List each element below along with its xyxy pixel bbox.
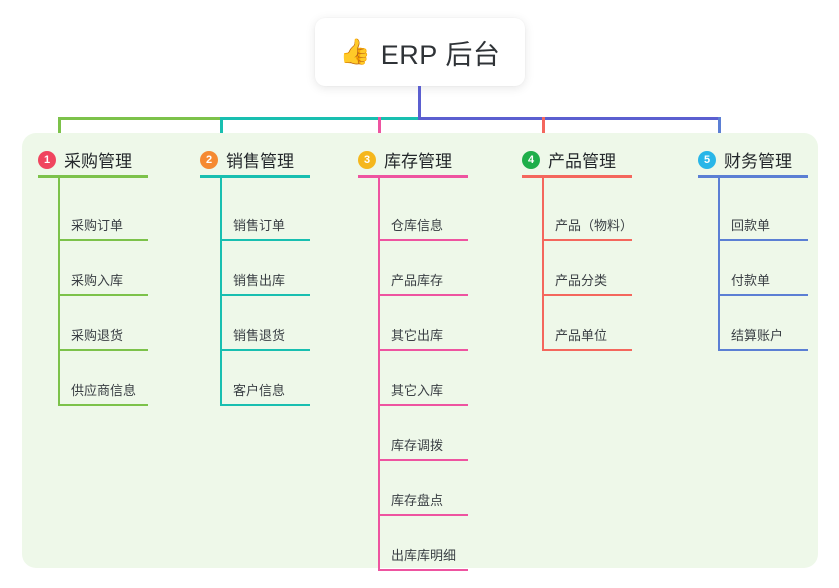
leaf-item[interactable]: 销售出库 xyxy=(220,248,310,296)
page-title: ERP 后台 xyxy=(380,39,501,70)
column-title-1: 采购管理 xyxy=(64,152,132,171)
column-spine-4 xyxy=(542,178,544,351)
leaf-item-rule xyxy=(220,239,310,241)
column-header-2[interactable]: 2 销售管理 xyxy=(200,147,294,172)
leaf-item-rule xyxy=(542,349,632,351)
leaf-item-label: 销售订单 xyxy=(233,218,286,233)
root-title-card[interactable]: 👍 ERP 后台 xyxy=(315,18,525,86)
leaf-item-label: 库存调拨 xyxy=(391,438,444,453)
leaf-item[interactable]: 库存调拨 xyxy=(378,413,468,461)
leaf-item-label: 客户信息 xyxy=(233,383,286,398)
leaf-item-rule xyxy=(220,294,310,296)
root-stem-connector xyxy=(418,86,421,120)
leaf-item-rule xyxy=(718,239,808,241)
leaf-item-label: 产品（物料） xyxy=(555,218,634,233)
leaf-item[interactable]: 其它出库 xyxy=(378,303,468,351)
leaf-item[interactable]: 产品（物料） xyxy=(542,193,634,241)
leaf-item-rule xyxy=(58,239,148,241)
column-title-5: 财务管理 xyxy=(724,152,792,171)
bus-segment-1 xyxy=(58,117,223,120)
column-badge-1: 1 xyxy=(38,150,56,169)
leaf-item[interactable]: 产品分类 xyxy=(542,248,632,296)
leaf-item[interactable]: 客户信息 xyxy=(220,358,310,406)
bus-segment-3 xyxy=(418,117,721,120)
leaf-item[interactable]: 仓库信息 xyxy=(378,193,468,241)
leaf-item-label: 采购入库 xyxy=(71,273,124,288)
leaf-item[interactable]: 产品单位 xyxy=(542,303,632,351)
leaf-item-rule xyxy=(378,459,468,461)
column-header-3[interactable]: 3 库存管理 xyxy=(358,147,452,172)
leaf-item[interactable]: 采购退货 xyxy=(58,303,148,351)
leaf-item-label: 产品分类 xyxy=(555,273,608,288)
column-title-4: 产品管理 xyxy=(548,152,616,171)
leaf-item-label: 出库库明细 xyxy=(391,548,457,563)
column-rule-3 xyxy=(358,175,468,178)
leaf-item-label: 采购退货 xyxy=(71,328,124,343)
leaf-item-rule xyxy=(58,404,148,406)
leaf-item-label: 其它入库 xyxy=(391,383,444,398)
leaf-item-rule xyxy=(220,404,310,406)
leaf-item-rule xyxy=(378,239,468,241)
column-header-5[interactable]: 5 财务管理 xyxy=(698,147,792,172)
bus-segment-2 xyxy=(220,117,421,120)
leaf-item-label: 仓库信息 xyxy=(391,218,444,233)
leaf-item-label: 销售出库 xyxy=(233,273,286,288)
leaf-item-rule xyxy=(378,349,468,351)
leaf-item[interactable]: 采购入库 xyxy=(58,248,148,296)
leaf-item-label: 销售退货 xyxy=(233,328,286,343)
leaf-item[interactable]: 回款单 xyxy=(718,193,808,241)
leaf-item-rule xyxy=(718,294,808,296)
leaf-item-label: 产品单位 xyxy=(555,328,608,343)
leaf-item-label: 回款单 xyxy=(731,218,771,233)
leaf-item-label: 供应商信息 xyxy=(71,383,137,398)
column-rule-5 xyxy=(698,175,808,178)
leaf-item-rule xyxy=(378,514,468,516)
leaf-item[interactable]: 付款单 xyxy=(718,248,808,296)
leaf-item[interactable]: 库存盘点 xyxy=(378,468,468,516)
column-title-2: 销售管理 xyxy=(226,152,294,171)
leaf-item-label: 产品库存 xyxy=(391,273,444,288)
leaf-item[interactable]: 结算账户 xyxy=(718,303,808,351)
leaf-item[interactable]: 供应商信息 xyxy=(58,358,148,406)
leaf-item[interactable]: 采购订单 xyxy=(58,193,148,241)
leaf-item-rule xyxy=(542,239,632,241)
diagram-panel: 1 采购管理采购订单采购入库采购退货供应商信息 2 销售管理销售订单销售出库销售退货客… xyxy=(22,133,818,571)
column-header-1[interactable]: 1 采购管理 xyxy=(38,147,132,172)
column-spine-5 xyxy=(718,178,720,351)
leaf-item[interactable]: 其它入库 xyxy=(378,358,468,406)
column-title-3: 库存管理 xyxy=(384,152,452,171)
thumbs-up-icon: 👍 xyxy=(339,37,371,66)
leaf-item-label: 结算账户 xyxy=(731,328,784,343)
column-badge-5: 5 xyxy=(698,150,716,169)
column-spine-1 xyxy=(58,178,60,406)
column-rule-4 xyxy=(522,175,632,178)
leaf-item[interactable]: 销售退货 xyxy=(220,303,310,351)
leaf-item[interactable]: 销售订单 xyxy=(220,193,310,241)
leaf-item-label: 付款单 xyxy=(731,273,771,288)
leaf-item-rule xyxy=(718,349,808,351)
leaf-item-label: 其它出库 xyxy=(391,328,444,343)
leaf-item-rule xyxy=(58,349,148,351)
leaf-item[interactable]: 出库库明细 xyxy=(378,523,468,571)
leaf-item[interactable]: 产品库存 xyxy=(378,248,468,296)
column-badge-4: 4 xyxy=(522,150,540,169)
leaf-item-rule xyxy=(58,294,148,296)
column-spine-3 xyxy=(378,178,380,571)
column-rule-2 xyxy=(200,175,310,178)
leaf-item-rule xyxy=(378,294,468,296)
column-badge-2: 2 xyxy=(200,150,218,169)
leaf-item-label: 库存盘点 xyxy=(391,493,444,508)
leaf-item-rule xyxy=(220,349,310,351)
column-rule-1 xyxy=(38,175,148,178)
leaf-item-label: 采购订单 xyxy=(71,218,124,233)
column-header-4[interactable]: 4 产品管理 xyxy=(522,147,616,172)
leaf-item-rule xyxy=(378,569,468,571)
column-badge-3: 3 xyxy=(358,150,376,169)
leaf-item-rule xyxy=(542,294,632,296)
column-spine-2 xyxy=(220,178,222,406)
leaf-item-rule xyxy=(378,404,468,406)
